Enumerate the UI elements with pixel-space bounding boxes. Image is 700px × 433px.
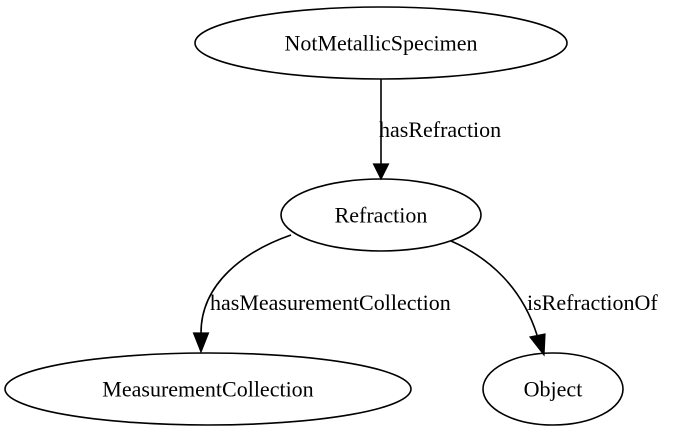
edge-has-measurement-collection[interactable]: hasMeasurementCollection [192, 234, 451, 354]
node-object-shape [482, 352, 624, 426]
edge-has-measurement-collection-line [200, 234, 292, 334]
node-object-label: Object [524, 377, 583, 402]
edge-is-refraction-of-arrowhead [528, 333, 546, 357]
node-measurement-collection-label: MeasurementCollection [102, 377, 313, 402]
node-object[interactable]: Object [482, 352, 624, 426]
edge-has-measurement-collection-label: hasMeasurementCollection [210, 290, 451, 315]
node-measurement-collection[interactable]: MeasurementCollection [4, 352, 412, 426]
edge-has-refraction[interactable]: hasRefraction [372, 79, 502, 181]
edge-is-refraction-of-label: isRefractionOf [527, 290, 658, 315]
edge-is-refraction-of-line [450, 240, 538, 336]
node-not-metallic-specimen-label: NotMetallicSpecimen [284, 31, 477, 56]
edge-has-refraction-label: hasRefraction [379, 117, 501, 142]
edge-has-refraction-arrowhead [372, 163, 390, 181]
edge-is-refraction-of[interactable]: isRefractionOf [450, 240, 658, 357]
node-refraction[interactable]: Refraction [280, 178, 482, 252]
edge-has-measurement-collection-arrowhead [192, 332, 210, 354]
node-not-metallic-specimen[interactable]: NotMetallicSpecimen [194, 6, 568, 80]
node-measurement-collection-shape [4, 352, 412, 426]
node-refraction-label: Refraction [335, 203, 428, 228]
